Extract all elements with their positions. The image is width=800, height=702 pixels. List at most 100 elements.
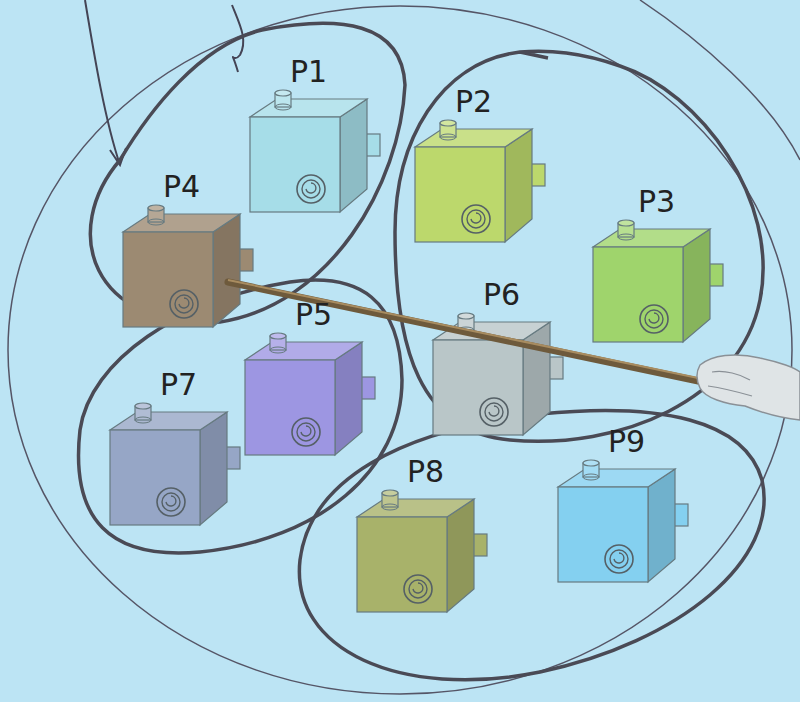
- icon-dial: [404, 575, 432, 603]
- icon-cylinder-top: [275, 90, 291, 96]
- icon-dial: [489, 406, 499, 416]
- icon-dial: [302, 180, 320, 198]
- icon-dial: [649, 313, 659, 323]
- icon-front: [110, 430, 200, 525]
- icon-side: [213, 214, 240, 327]
- icon-cylinder-base: [382, 504, 398, 510]
- process-label: P4: [163, 170, 200, 204]
- process-label: P9: [608, 425, 645, 459]
- icon-front: [245, 360, 335, 455]
- process-icon: [105, 402, 250, 527]
- icon-dial: [480, 398, 508, 426]
- process-label: P7: [160, 368, 197, 402]
- corner-arc: [640, 0, 800, 160]
- icon-dial: [306, 183, 316, 193]
- process-node: P5: [240, 298, 390, 458]
- icon-dial: [292, 418, 320, 446]
- icon-top: [245, 342, 362, 360]
- icon-front: [593, 247, 683, 342]
- icon-side: [335, 342, 362, 455]
- icon-dial: [162, 493, 180, 511]
- process-node: P6: [428, 278, 578, 438]
- group-ellipse: [395, 51, 763, 441]
- process-label: P8: [407, 455, 444, 489]
- icon-cylinder-top: [440, 120, 456, 126]
- hand-detail: [708, 371, 752, 396]
- icon-cylinder-base: [135, 417, 151, 423]
- icon-cylinder-base: [270, 347, 286, 353]
- icon-top: [250, 99, 367, 117]
- icon-cylinder-base: [583, 474, 599, 480]
- icon-side: [340, 99, 367, 212]
- icon-side: [200, 412, 227, 525]
- hand: [697, 355, 800, 420]
- icon-cylinder-top: [270, 333, 286, 339]
- process-node: P4: [118, 170, 268, 330]
- process-icon: [352, 489, 497, 614]
- icon-dial: [301, 426, 311, 436]
- icon-top: [593, 229, 710, 247]
- process-node: P3: [588, 185, 738, 345]
- icon-dial: [166, 496, 176, 506]
- icon-dial: [409, 580, 427, 598]
- icon-top: [357, 499, 474, 517]
- icon-cylinder-top: [382, 490, 398, 496]
- icon-dial: [605, 545, 633, 573]
- process-node: P7: [105, 368, 255, 528]
- hand-stroke: [85, 0, 126, 165]
- icon-dial: [175, 295, 193, 313]
- icon-top: [110, 412, 227, 430]
- process-label: P1: [290, 55, 327, 89]
- icon-side: [648, 469, 675, 582]
- icon-side: [505, 129, 532, 242]
- icon-dial: [640, 305, 668, 333]
- icon-cylinder-top: [583, 460, 599, 466]
- icon-dial: [485, 403, 503, 421]
- icon-cylinder-base: [458, 327, 474, 333]
- process-node: P9: [553, 425, 703, 585]
- process-icon: [245, 89, 390, 214]
- icon-side: [447, 499, 474, 612]
- icon-cylinder-top: [458, 313, 474, 319]
- process-label: P5: [295, 298, 332, 332]
- pointer-highlight: [228, 280, 722, 383]
- icon-cylinder-base: [275, 104, 291, 110]
- icon-dial: [170, 290, 198, 318]
- icon-front: [415, 147, 505, 242]
- icon-dial: [471, 213, 481, 223]
- icon-cylinder-base: [440, 134, 456, 140]
- outer-circle: [8, 6, 792, 694]
- icon-dial: [297, 423, 315, 441]
- process-node: P1: [245, 55, 395, 215]
- icon-cylinder-top: [148, 205, 164, 211]
- icon-front: [433, 340, 523, 435]
- icon-top: [415, 129, 532, 147]
- icon-dial: [610, 550, 628, 568]
- icon-dial: [645, 310, 663, 328]
- icon-side: [683, 229, 710, 342]
- icon-dial: [297, 175, 325, 203]
- process-icon: [588, 219, 733, 344]
- icon-top: [433, 322, 550, 340]
- process-icon: [240, 332, 385, 457]
- pointer-stick: [228, 282, 722, 386]
- icon-front: [123, 232, 213, 327]
- process-icon: [118, 204, 263, 329]
- icon-top: [123, 214, 240, 232]
- process-node: P2: [410, 85, 560, 245]
- icon-dial: [614, 553, 624, 563]
- process-label: P2: [455, 85, 492, 119]
- icon-top: [558, 469, 675, 487]
- process-node: P8: [352, 455, 502, 615]
- icon-dial: [157, 488, 185, 516]
- process-icon: [410, 119, 555, 244]
- icon-front: [357, 517, 447, 612]
- icon-dial: [462, 205, 490, 233]
- icon-cylinder-base: [148, 219, 164, 225]
- icon-front: [250, 117, 340, 212]
- icon-side: [523, 322, 550, 435]
- process-label: P6: [483, 278, 520, 312]
- group-ellipse: [299, 410, 764, 679]
- icon-dial: [413, 583, 423, 593]
